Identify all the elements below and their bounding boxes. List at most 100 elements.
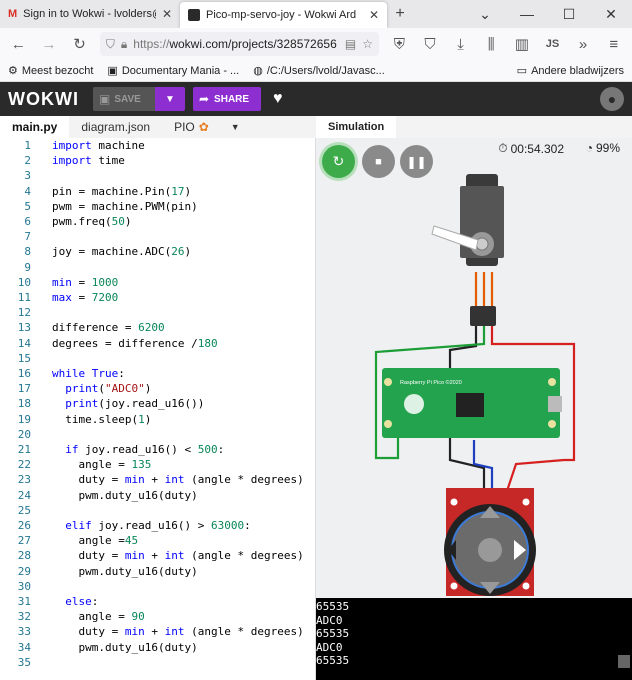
code-line[interactable]: 25 [0,503,315,518]
share-button[interactable]: ➦ SHARE [192,87,261,111]
code-line[interactable]: 32 angle = 90 [0,609,315,624]
wokwi-logo[interactable]: WOKWI [8,88,79,109]
url-bar[interactable]: ⛉ 🔒︎ https://wokwi.com/projects/32857265… [99,32,380,56]
code-token [85,367,92,380]
code-line[interactable]: 3 [0,168,315,183]
star-icon[interactable]: ☆ [362,37,374,51]
bookmark-item[interactable]: ▣ Documentary Mania - ... [107,64,239,78]
code-text: print("ADC0") [52,381,151,396]
code-line[interactable]: 30 [0,579,315,594]
serial-line: 65535 [316,654,350,667]
tab-diagram-json[interactable]: diagram.json [69,116,162,138]
code-line[interactable]: 18 print(joy.read_u16()) [0,396,315,411]
sidebar-icon[interactable]: ▥ [514,36,529,53]
code-line[interactable]: 12 [0,305,315,320]
overflow-icon[interactable]: » [578,35,588,53]
code-token: duty = [52,549,125,563]
new-tab-button[interactable]: + [395,5,405,22]
code-line[interactable]: 7 [0,229,315,244]
pause-button[interactable]: ❚❚ [400,145,433,178]
pocket-save-icon[interactable]: ⛉ [424,35,436,53]
tab-simulation[interactable]: Simulation [316,116,397,138]
reload-icon[interactable]: ↻ [73,36,86,53]
code-line[interactable]: 34 pwm.duty_u16(duty) [0,640,315,655]
code-line[interactable]: 28 duty = min + int (angle * degrees) [0,548,315,563]
download-icon[interactable]: ⤓ [457,35,464,53]
restart-button[interactable]: ↻ [322,145,355,178]
code-text: elif joy.read_u16() > 63000: [52,518,250,533]
forward-icon[interactable]: → [41,35,57,53]
menu-icon[interactable]: ≡ [609,35,619,53]
code-line[interactable]: 20 [0,427,315,442]
tab-pio[interactable]: PIO ✿ [162,116,221,138]
chevron-down-icon[interactable]: ⌄ [479,5,491,22]
minimize-icon[interactable]: — [520,6,534,22]
other-bookmarks[interactable]: ▭ Andere bladwijzers [517,64,624,78]
code-line[interactable]: 29 pwm.duty_u16(duty) [0,564,315,579]
code-token: pwm.freq( [52,215,112,228]
save-button[interactable]: ▣ SAVE [92,87,155,111]
library-icon[interactable]: ⫼ [487,35,495,53]
heart-icon[interactable]: ♥ [272,90,283,107]
code-line[interactable]: 22 angle = 135 [0,457,315,472]
code-line[interactable]: 19 time.sleep(1) [0,412,315,427]
close-tab-icon[interactable]: ✕ [368,8,379,22]
bookmark-item[interactable]: ⚙ Meest bezocht [8,64,93,78]
wokwi-icon [188,9,200,21]
code-line[interactable]: 35 [0,655,315,670]
bookmark-label: Andere bladwijzers [531,64,624,77]
avatar[interactable]: ● [600,87,624,111]
code-token: ( [98,382,105,396]
browser-tab-signin[interactable]: M Sign in to Wokwi - lvolders@gm ✕ [0,0,180,28]
code-text: duty = min + int (angle * degrees) [52,472,303,487]
code-line[interactable]: 31 else: [0,594,315,609]
pocket-icon[interactable]: ⛨ [393,35,405,53]
code-line[interactable]: 23 duty = min + int (angle * degrees) [0,472,315,487]
code-token: 17 [171,184,185,198]
back-icon[interactable]: ← [10,35,26,53]
tab-main-py[interactable]: main.py [0,116,70,138]
code-line[interactable]: 9 [0,260,315,275]
scrollbar-thumb[interactable] [618,654,630,668]
code-line[interactable]: 26 elif joy.read_u16() > 63000: [0,518,315,533]
code-line[interactable]: 15 [0,351,315,366]
code-line[interactable]: 27 angle =45 [0,533,315,548]
code-line[interactable]: 17 print("ADC0") [0,381,315,396]
url-text: https://wokwi.com/projects/328572656 [133,37,337,51]
stop-button[interactable]: ■ [362,145,395,178]
tab-label: PIO [174,120,195,134]
code-line[interactable]: 21 if joy.read_u16() < 500: [0,442,315,457]
save-dropdown-button[interactable]: ▼ [154,87,185,111]
code-token: print [65,382,99,396]
line-number: 31 [17,595,31,608]
code-token: difference = [52,321,139,335]
browser-tab-wokwi[interactable]: Pico-mp-servo-joy - Wokwi Ard ✕ [180,2,387,28]
maximize-icon[interactable]: ☐ [562,5,576,22]
profile-button[interactable]: JS [545,38,560,50]
line-number: 8 [24,245,31,259]
simulation-canvas[interactable]: ↻ ■ ❚❚ ⏱︎ 00:54.302 ◔ 99% [316,138,632,598]
code-line[interactable]: 24 pwm.duty_u16(duty) [0,488,315,503]
code-token: pwm.duty_u16(duty) [52,488,198,502]
bookmark-item[interactable]: ◍ /C:/Users/lvold/Javasc... [253,64,385,78]
code-token: 90 [131,610,145,624]
code-text: max = 7200 [52,290,118,305]
reader-icon[interactable]: ▤ [344,37,357,51]
close-tab-icon[interactable]: ✕ [161,7,172,21]
close-window-icon[interactable]: ✕ [605,5,617,22]
tabs-menu-button[interactable]: ▼ [221,116,250,138]
code-line[interactable]: 33 duty = min + int (angle * degrees) [0,624,315,639]
